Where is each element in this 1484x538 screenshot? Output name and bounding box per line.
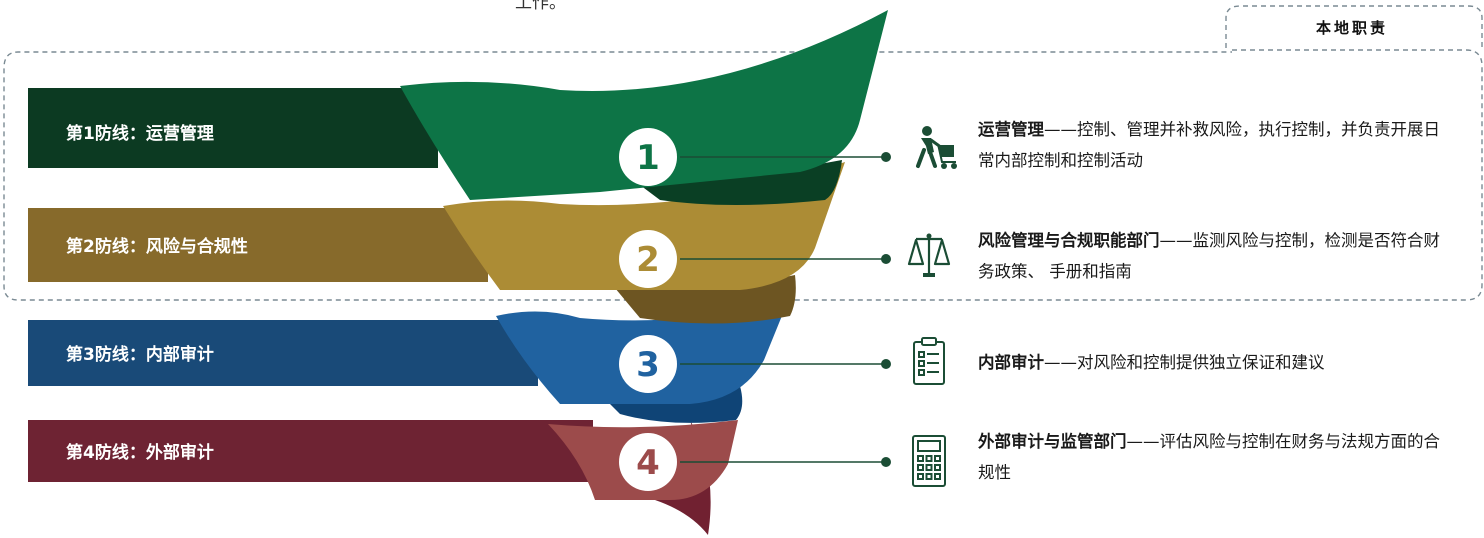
number-3: 3	[636, 345, 660, 385]
ribbon-3-back-fold	[600, 386, 743, 423]
band-3	[28, 320, 538, 386]
band-2-label: 第2防线：风险与合规性	[66, 236, 248, 257]
connector-3	[680, 359, 891, 369]
number-badge-4: 4	[619, 433, 677, 491]
description-1: 运营管理——控制、管理并补救风险，执行控制，并负责开展日常内部控制和控制活动	[978, 114, 1448, 176]
calculator-icon	[912, 435, 946, 487]
band-4	[28, 420, 593, 482]
description-2-dash: ——	[1159, 231, 1193, 250]
connector-1	[680, 152, 891, 162]
connector-4	[680, 457, 891, 467]
top-caption: 工作。	[515, 0, 566, 13]
number-1: 1	[636, 138, 660, 178]
description-2: 风险管理与合规职能部门——监测风险与控制，检测是否符合财务政策、 手册和指南	[978, 225, 1448, 287]
ribbon-1-front	[400, 10, 888, 200]
band-4-label: 第4防线：外部审计	[66, 442, 214, 463]
description-4-title: 外部审计与监管部门	[978, 432, 1127, 451]
number-badge-1: 1	[619, 128, 677, 186]
description-2-title: 风险管理与合规职能部门	[978, 231, 1160, 250]
description-4-text: 评估风险与控制在财务与法规方面的合规性	[978, 432, 1440, 482]
number-badge-3: 3	[619, 335, 677, 393]
clipboard-checklist-icon	[913, 337, 945, 385]
description-3-text: 对风险和控制提供独立保证和建议	[1077, 353, 1325, 372]
description-1-dash: ——	[1044, 120, 1077, 139]
description-3-dash: ——	[1044, 353, 1077, 372]
description-2-text: 监测风险与控制，检测是否符合财务政策、 手册和指南	[978, 231, 1440, 281]
description-4: 外部审计与监管部门——评估风险与控制在财务与法规方面的合规性	[978, 426, 1448, 488]
description-3: 内部审计——对风险和控制提供独立保证和建议	[978, 347, 1458, 378]
description-3-title: 内部审计	[978, 353, 1044, 372]
band-1-label: 第1防线：运营管理	[66, 123, 214, 144]
scope-label: 本地职责	[1316, 19, 1388, 37]
band-2	[28, 208, 488, 282]
description-1-title: 运营管理	[978, 120, 1044, 139]
number-4: 4	[636, 443, 660, 483]
description-1-text: 控制、管理并补救风险，执行控制，并负责开展日常内部控制和控制活动	[978, 120, 1440, 170]
balance-scale-icon	[907, 233, 951, 277]
worker-with-cart-icon	[916, 126, 957, 169]
description-4-dash: ——	[1126, 432, 1160, 451]
number-2: 2	[636, 240, 660, 280]
ribbon-4-back-fold	[655, 420, 711, 535]
band-1	[28, 88, 438, 168]
connector-2	[680, 254, 891, 264]
band-3-label: 第3防线：内部审计	[66, 344, 214, 365]
number-badge-2: 2	[619, 230, 677, 288]
scope-tab	[1225, 5, 1483, 48]
